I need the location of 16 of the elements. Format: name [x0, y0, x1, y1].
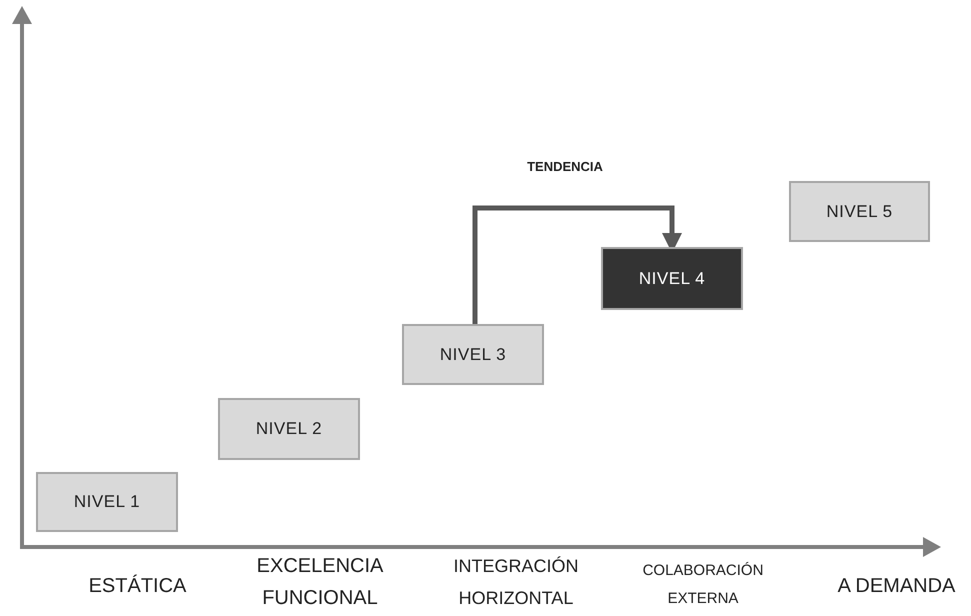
level-label: NIVEL 2	[256, 419, 322, 439]
axis-category-label: EXCELENCIA FUNCIONAL	[256, 554, 384, 611]
arrow	[472, 206, 682, 324]
level-label: NIVEL 3	[440, 344, 506, 364]
level-label: NIVEL 1	[74, 492, 140, 512]
level-label: NIVEL 4	[638, 268, 706, 288]
axis-category-label: COLABORACIÓN EXTERNA	[642, 561, 764, 609]
level-box	[36, 472, 178, 532]
level-box	[789, 181, 930, 242]
axis-category-label: ESTÁTICA	[88, 574, 188, 599]
axis-category-label: INTEGRACIÓN HORIZONTAL	[452, 555, 580, 610]
level-box	[402, 324, 544, 385]
axis-category-label: A DEMANDA	[836, 574, 956, 599]
level-label: NIVEL 5	[826, 202, 893, 222]
level-box	[218, 398, 360, 460]
level-box	[601, 247, 743, 310]
